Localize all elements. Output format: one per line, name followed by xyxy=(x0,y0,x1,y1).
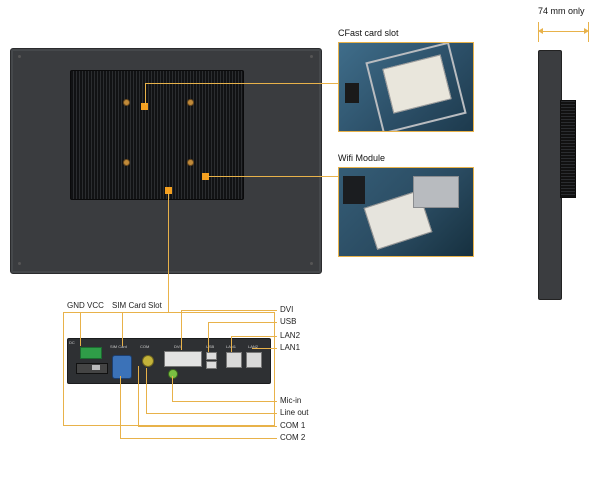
mic-in-leader xyxy=(172,401,277,402)
dvi-leader xyxy=(181,310,277,311)
side-view-chassis xyxy=(538,50,562,300)
mic-in-jack xyxy=(168,369,178,379)
com2-leader xyxy=(120,376,121,438)
gnd-vcc-leader xyxy=(80,312,81,346)
component xyxy=(343,176,365,204)
mic-in-label: Mic-in xyxy=(280,396,302,405)
sim-silkscreen: SIM Card xyxy=(110,344,127,349)
usb-silkscreen: USB xyxy=(206,344,215,349)
lan2-port xyxy=(246,352,262,368)
shield-can xyxy=(413,176,459,208)
cfast-title: CFast card slot xyxy=(338,28,399,38)
com1-leader xyxy=(138,426,277,427)
cfast-location-marker xyxy=(141,103,148,110)
wifi-location-marker xyxy=(202,173,209,180)
com2-label: COM 2 xyxy=(280,433,306,442)
depth-arrow-line xyxy=(540,31,586,32)
sim-card-slot-label: SIM Card Slot xyxy=(112,301,162,310)
dvi-port xyxy=(164,351,202,367)
usb-leader xyxy=(208,322,277,323)
mic-in-leader xyxy=(172,376,173,401)
mount-screw xyxy=(187,99,194,106)
com-silkscreen: COM xyxy=(140,344,150,349)
cfast-slot-photo xyxy=(338,42,474,132)
arrow-right-icon xyxy=(584,28,589,34)
dvi-label: DVI xyxy=(280,305,294,314)
lan2-leader xyxy=(231,336,277,337)
bezel-screw xyxy=(18,55,21,58)
line-out-label: Line out xyxy=(280,408,309,417)
com1-leader xyxy=(138,366,139,426)
line-out-jack xyxy=(142,355,154,367)
usb-port xyxy=(206,361,217,369)
dvi-leader xyxy=(181,310,182,350)
side-view-heatsink xyxy=(560,100,576,198)
bezel-screw xyxy=(310,55,313,58)
mount-screw xyxy=(187,159,194,166)
io-leader-line xyxy=(168,193,169,312)
io-panel: SIM Card COM DVI USB LAN1 LAN2 DC xyxy=(67,338,271,384)
usb-label: USB xyxy=(280,317,297,326)
lan1-port xyxy=(226,352,242,368)
cfast-socket xyxy=(365,43,467,131)
line-out-leader xyxy=(146,413,277,414)
mount-screw xyxy=(123,159,130,166)
io-location-marker xyxy=(165,187,172,194)
sim-leader xyxy=(122,312,123,346)
lan2-label: LAN2 xyxy=(280,331,301,340)
switch-knob xyxy=(92,365,100,370)
com2-leader xyxy=(120,438,277,439)
usb-port xyxy=(206,352,217,360)
dc-silkscreen: DC xyxy=(69,340,75,345)
lan2-silkscreen: LAN2 xyxy=(248,344,259,349)
gnd-vcc-label: GND VCC xyxy=(67,301,104,310)
heatsink-fins xyxy=(70,70,244,200)
com-db9-port xyxy=(112,355,132,379)
cfast-leader-line xyxy=(145,83,338,84)
com1-label: COM 1 xyxy=(280,421,306,430)
lan1-leader xyxy=(252,348,277,349)
component xyxy=(345,83,359,103)
bezel-screw xyxy=(18,262,21,265)
io-callout-box xyxy=(63,312,275,426)
dc-terminal xyxy=(80,347,102,359)
wifi-leader-line xyxy=(208,176,338,177)
wifi-module-photo xyxy=(338,167,474,257)
arrow-left-icon xyxy=(538,28,543,34)
depth-label: 74 mm only xyxy=(538,6,585,16)
usb-leader xyxy=(208,322,209,352)
wifi-title: Wifi Module xyxy=(338,153,386,163)
mount-screw xyxy=(123,99,130,106)
cfast-leader-line xyxy=(145,83,146,105)
bezel-screw xyxy=(310,262,313,265)
dvi-silkscreen: DVI xyxy=(174,344,181,349)
lan1-label: LAN1 xyxy=(280,343,301,352)
line-out-leader xyxy=(146,368,147,413)
lan2-leader xyxy=(231,336,232,352)
